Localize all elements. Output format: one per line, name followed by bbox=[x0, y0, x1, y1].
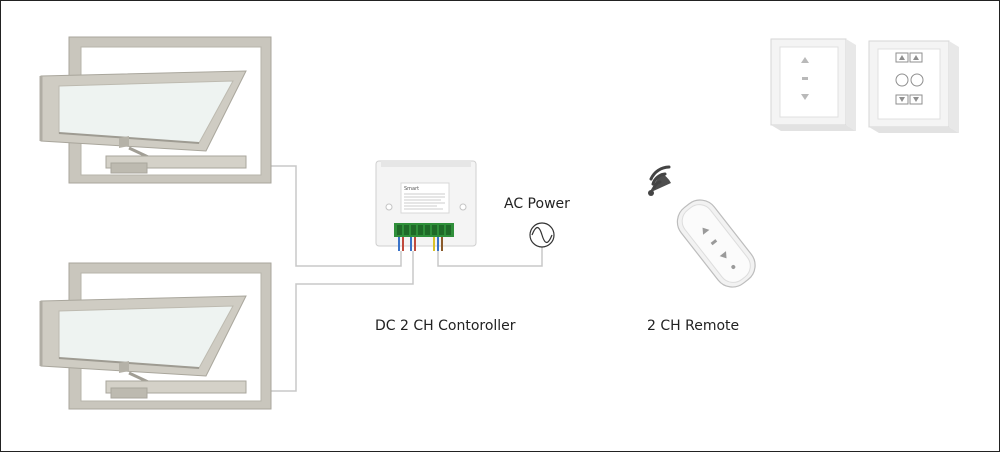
wire-window-bottom bbox=[271, 251, 414, 392]
controller-brand: Smart bbox=[404, 186, 419, 192]
wire-ac-power bbox=[437, 247, 543, 267]
remote-buttons bbox=[702, 227, 736, 270]
window-actuator-bottom bbox=[39, 262, 272, 410]
wall-switch-single bbox=[770, 38, 856, 131]
wiring bbox=[271, 165, 543, 392]
controller-label: DC 2 CH Contoroller bbox=[375, 318, 516, 334]
mount-hole-left bbox=[385, 203, 393, 211]
window-actuator-top bbox=[39, 36, 272, 184]
remote-label: 2 CH Remote bbox=[647, 318, 740, 334]
controller-device: Smart bbox=[375, 160, 477, 251]
ac-power-symbol bbox=[529, 222, 555, 248]
ac-power-label: AC Power bbox=[504, 196, 570, 212]
wire-window-top bbox=[271, 165, 402, 267]
wifi-signal-icon-arcs bbox=[649, 165, 671, 190]
terminal-block bbox=[394, 223, 454, 237]
mount-hole-right bbox=[459, 203, 467, 211]
remote-control bbox=[648, 165, 756, 288]
wall-switch-double bbox=[868, 40, 959, 133]
